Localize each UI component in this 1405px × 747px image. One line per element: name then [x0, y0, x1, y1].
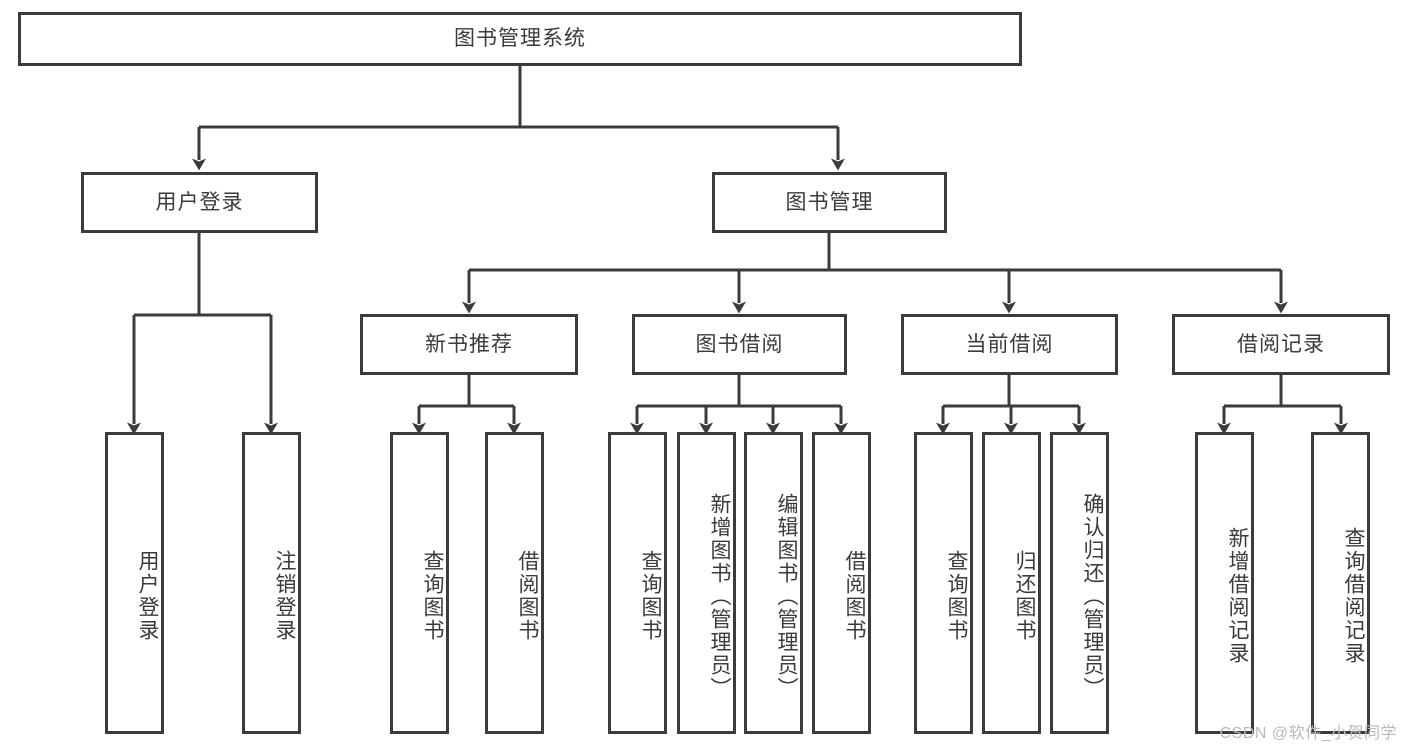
node-label: 新书推荐 — [425, 332, 513, 356]
node-book-management[interactable]: 图书管理 — [712, 172, 947, 233]
leaf-query-borrow-record[interactable]: 查询借阅记录 — [1311, 432, 1370, 734]
node-label: 当前借阅 — [965, 332, 1054, 356]
node-label: 用户登录 — [155, 190, 244, 214]
node-label: 借阅记录 — [1237, 332, 1325, 356]
node-current-borrow[interactable]: 当前借阅 — [901, 314, 1118, 375]
leaf-return-book[interactable]: 归还图书 — [982, 432, 1041, 734]
node-label: 查询图书 — [421, 550, 444, 642]
node-label: 注销登录 — [273, 550, 296, 642]
node-label: 借阅图书 — [843, 550, 866, 642]
node-label: 归还图书 — [1013, 550, 1036, 642]
leaf-confirm-return[interactable]: 确认归还（管理员） — [1050, 432, 1109, 734]
node-label: 新增借阅记录 — [1226, 527, 1249, 665]
node-label: 新增图书（管理员） — [708, 492, 731, 700]
node-root-system[interactable]: 图书管理系统 — [18, 12, 1022, 66]
node-new-book-recommend[interactable]: 新书推荐 — [360, 314, 578, 375]
leaf-query-book-borrow[interactable]: 查询图书 — [608, 432, 667, 734]
node-label: 查询图书 — [945, 550, 968, 642]
leaf-borrow-book-recommend[interactable]: 借阅图书 — [485, 432, 544, 734]
leaf-query-book-recommend[interactable]: 查询图书 — [390, 432, 449, 734]
node-label: 查询图书 — [639, 550, 662, 642]
node-label: 图书借阅 — [695, 332, 784, 356]
leaf-add-borrow-record[interactable]: 新增借阅记录 — [1195, 432, 1254, 734]
node-label: 借阅图书 — [516, 550, 539, 642]
node-label: 图书管理 — [785, 190, 874, 214]
leaf-borrow-book[interactable]: 借阅图书 — [812, 432, 871, 734]
leaf-user-login[interactable]: 用户登录 — [105, 432, 164, 734]
leaf-query-book-current[interactable]: 查询图书 — [914, 432, 973, 734]
node-label: 编辑图书（管理员） — [775, 492, 798, 700]
node-label: 查询借阅记录 — [1342, 527, 1365, 665]
leaf-add-book[interactable]: 新增图书（管理员） — [677, 432, 736, 734]
node-user-login[interactable]: 用户登录 — [81, 172, 318, 233]
node-label: 图书管理系统 — [454, 27, 586, 51]
node-label: 确认归还（管理员） — [1081, 492, 1104, 700]
leaf-edit-book[interactable]: 编辑图书（管理员） — [744, 432, 803, 734]
node-borrow-record[interactable]: 借阅记录 — [1172, 314, 1390, 375]
csdn-watermark: CSDN @软件_小贺同学 — [1219, 725, 1397, 742]
leaf-logout-login[interactable]: 注销登录 — [242, 432, 301, 734]
node-book-borrow[interactable]: 图书借阅 — [632, 314, 847, 375]
node-label: 用户登录 — [136, 550, 159, 642]
